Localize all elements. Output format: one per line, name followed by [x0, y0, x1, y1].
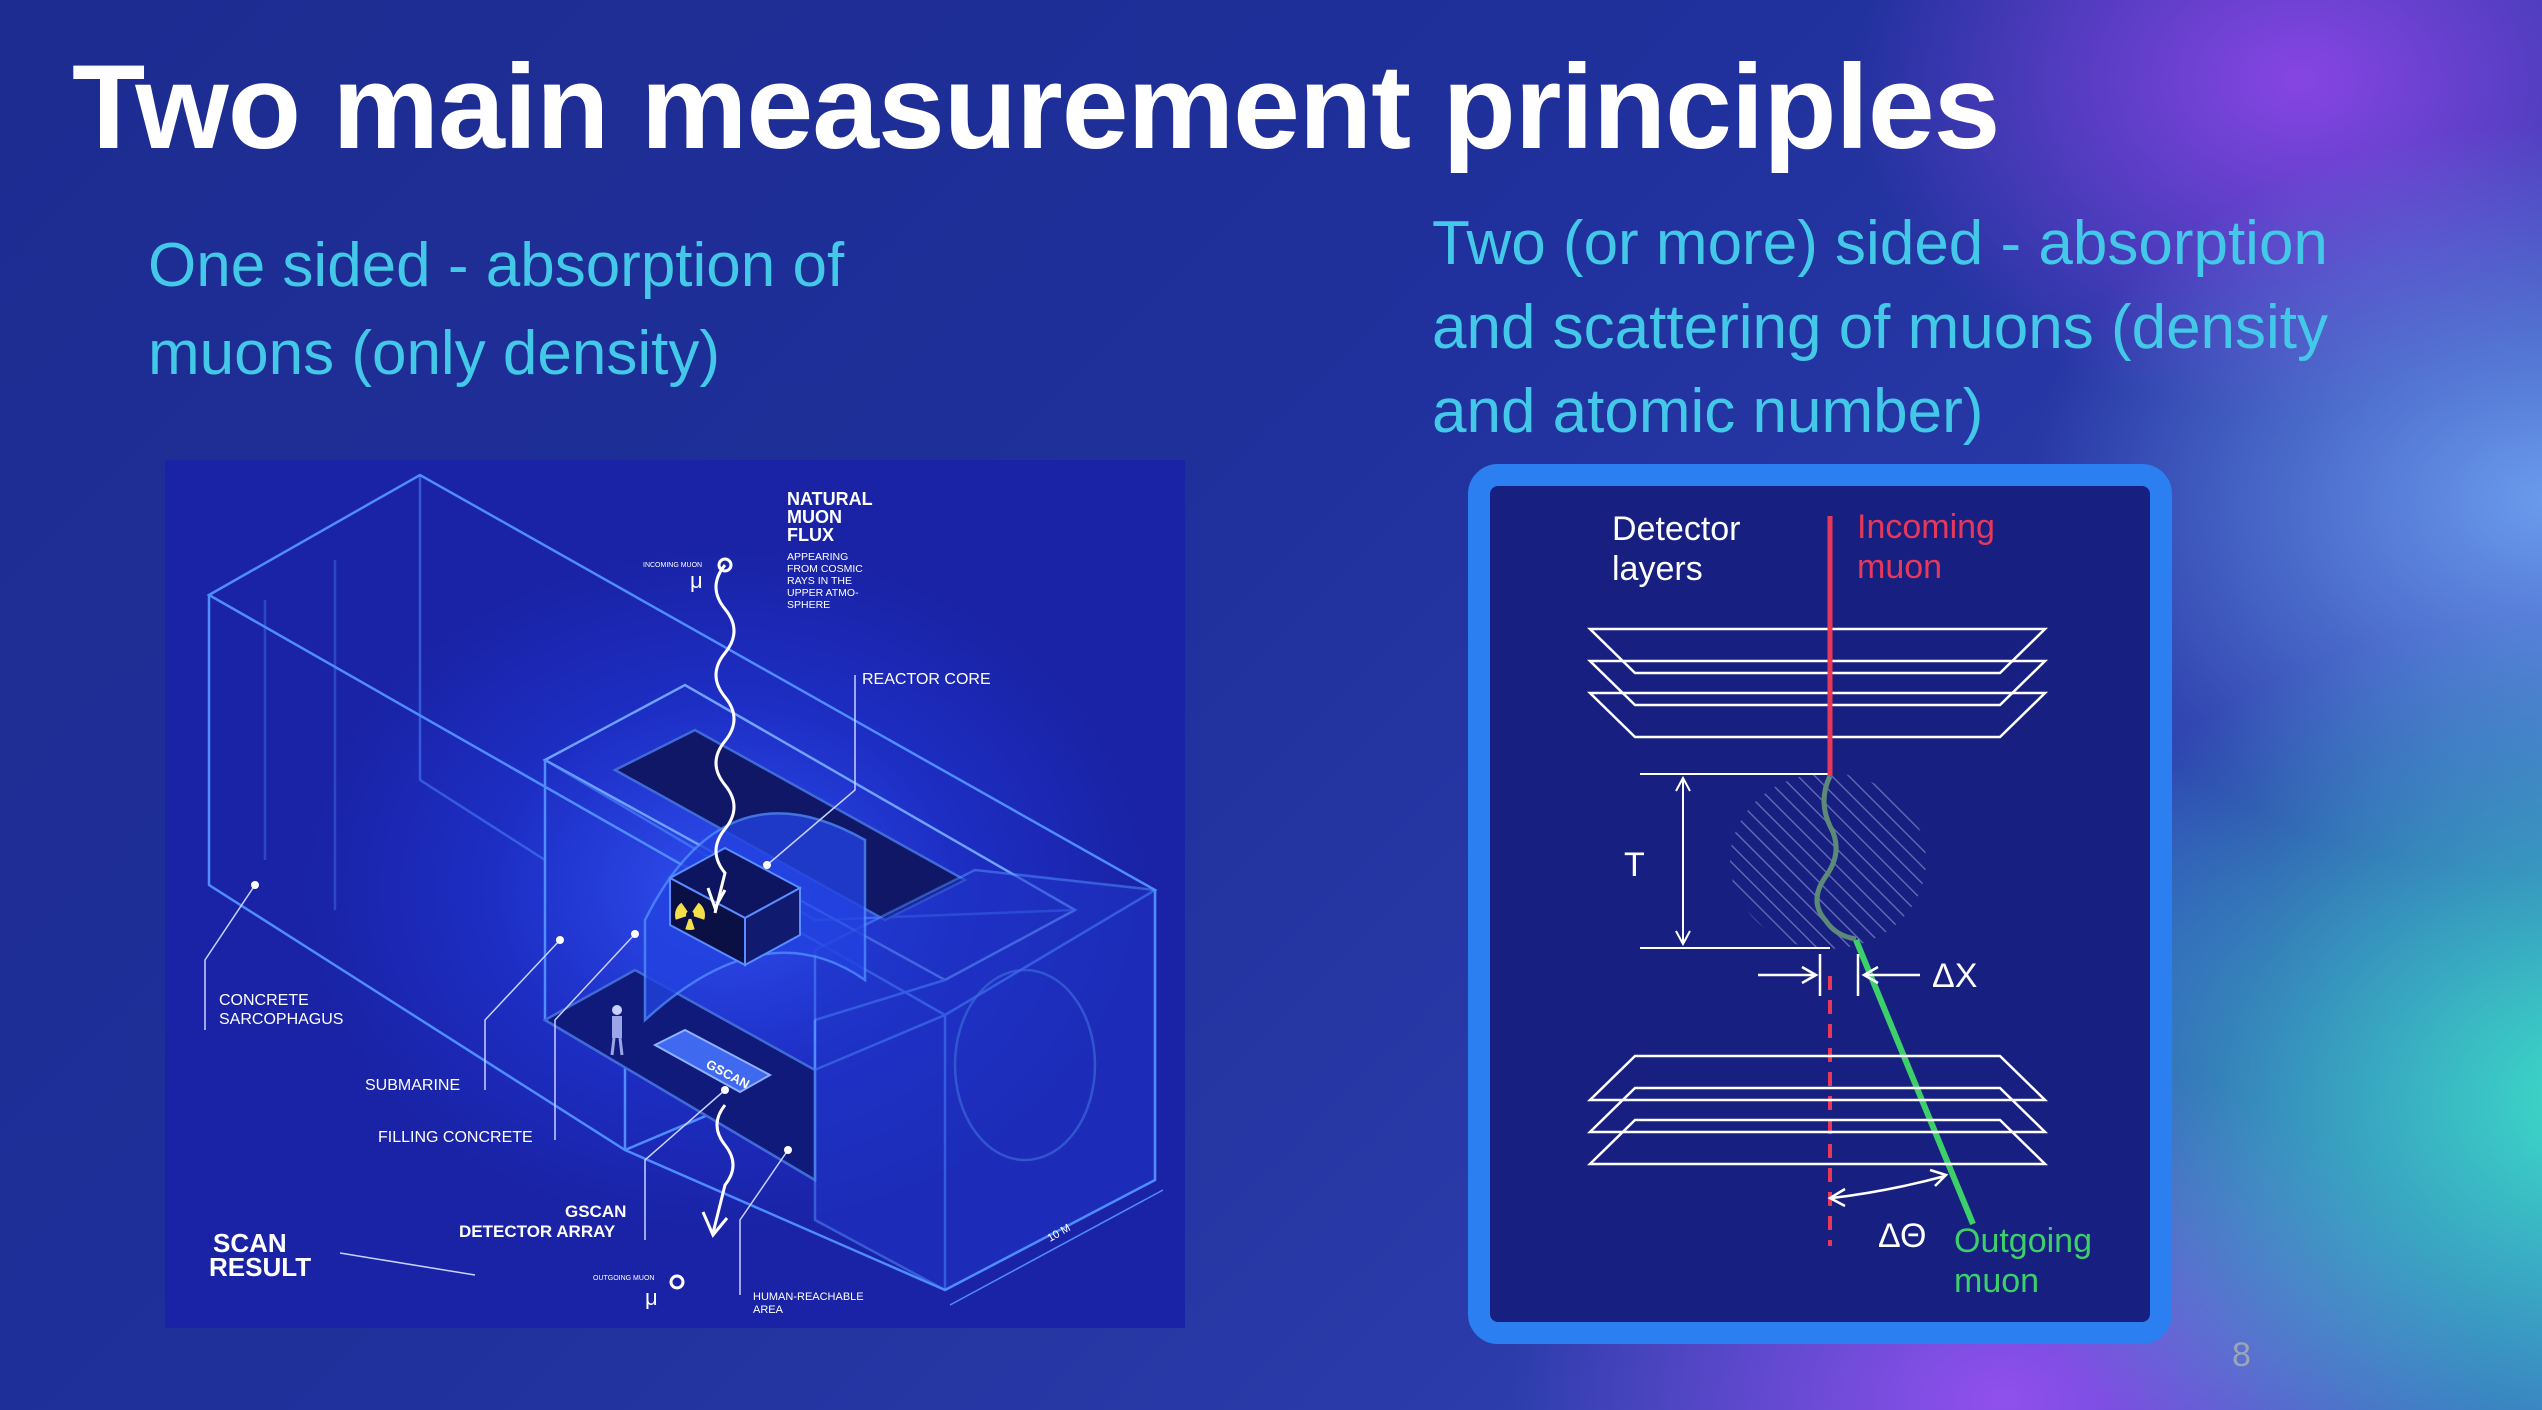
outgoing-muon-track [1853, 938, 1976, 1226]
submarine-label: SUBMARINE [365, 1077, 460, 1094]
incoming-muon-label-1: Incoming [1857, 508, 1995, 546]
natural-muon-flux-label-3: FLUX [787, 525, 834, 545]
thickness-label: T [1624, 846, 1645, 884]
outgoing-muon-label: OUTGOING MUON [593, 1275, 654, 1282]
reactor-core-box [667, 846, 803, 967]
outgoing-mu-symbol: μ [645, 1285, 658, 1310]
outgoing-muon-label-2: muon [1954, 1262, 2039, 1300]
delta-theta-label: ΔΘ [1878, 1217, 1926, 1255]
incoming-muon-label: INCOMING MUON [643, 562, 702, 569]
page-number: 8 [2232, 1336, 2251, 1374]
one-sided-heading-line2: muons (only density) [148, 319, 721, 388]
detector-layers-label-2: layers [1612, 550, 1703, 588]
muon-paths [669, 557, 736, 1290]
concrete-sarcophagus-label-2: SARCOPHAGUS [219, 1011, 343, 1028]
slide-title: Two main measurement principles [72, 40, 2000, 174]
two-sided-heading: Two (or more) sided - absorption and sca… [1432, 202, 2332, 454]
flux-note-1: APPEARING [787, 551, 848, 563]
delta-theta-arc [1831, 1174, 1946, 1200]
incoming-mu-symbol: μ [690, 568, 703, 593]
flux-note-2: FROM COSMIC [787, 563, 863, 575]
scattering-diagram-svg: Detector layers Incoming muon T ΔX ΔΘ Ou… [1586, 508, 2092, 1300]
flux-note-4: UPPER ATMO- [787, 587, 859, 599]
one-sided-heading-line1: One sided - absorption of [148, 231, 845, 300]
outgoing-muon-label-1: Outgoing [1954, 1222, 2092, 1260]
flux-note-3: RAYS IN THE [787, 575, 852, 587]
person-figure [610, 1005, 624, 1056]
outgoing-muon-path [711, 1104, 735, 1234]
gscan-detector: GSCAN [652, 1028, 773, 1094]
delta-x-marker [1758, 954, 1920, 996]
reactor-illustration-svg: GSCAN NATURAL MUON FLU [204, 473, 1164, 1316]
gscan-array-label-2: DETECTOR ARRAY [459, 1222, 616, 1241]
scale-line [949, 1189, 1164, 1306]
detector-layers-label-1: Detector [1612, 510, 1741, 548]
human-reachable-label-2: AREA [753, 1304, 784, 1316]
scattering-medium [1730, 773, 1926, 949]
bottom-detector-layers [1586, 1054, 2049, 1166]
natural-muon-flux-label-2: MUON [787, 507, 842, 527]
one-sided-heading: One sided - absorption of muons (only de… [148, 222, 968, 398]
top-detector-layers [1586, 627, 2049, 739]
two-sided-heading-line1: Two (or more) sided - absorption [1432, 209, 2328, 278]
human-reachable-label-1: HUMAN-REACHABLE [753, 1291, 864, 1303]
scattered-track [1814, 774, 1857, 942]
incoming-muon-label-2: muon [1857, 548, 1942, 586]
two-sided-heading-line2: and scattering of muons (density [1432, 293, 2329, 362]
thickness-marker [1640, 773, 1830, 949]
scan-result-label-2: RESULT [209, 1252, 311, 1282]
delta-x-label: ΔX [1932, 957, 1977, 995]
reactor-illustration: GSCAN NATURAL MUON FLU [165, 460, 1185, 1328]
scattering-diagram: Detector layers Incoming muon T ΔX ΔΘ Ou… [1468, 464, 2172, 1344]
concrete-sarcophagus-label-1: CONCRETE [219, 992, 309, 1009]
reactor-core-label: REACTOR CORE [862, 671, 991, 688]
scan-result-label-1: SCAN [213, 1228, 287, 1258]
two-sided-heading-line3: and atomic number) [1432, 377, 1984, 446]
flux-note-5: SPHERE [787, 599, 830, 611]
incoming-muon-path [713, 564, 736, 914]
filling-concrete-label: FILLING CONCRETE [378, 1129, 533, 1146]
natural-muon-flux-label-1: NATURAL [787, 489, 873, 509]
leader-lines [204, 675, 856, 1295]
gscan-array-label-1: GSCAN [565, 1202, 626, 1221]
